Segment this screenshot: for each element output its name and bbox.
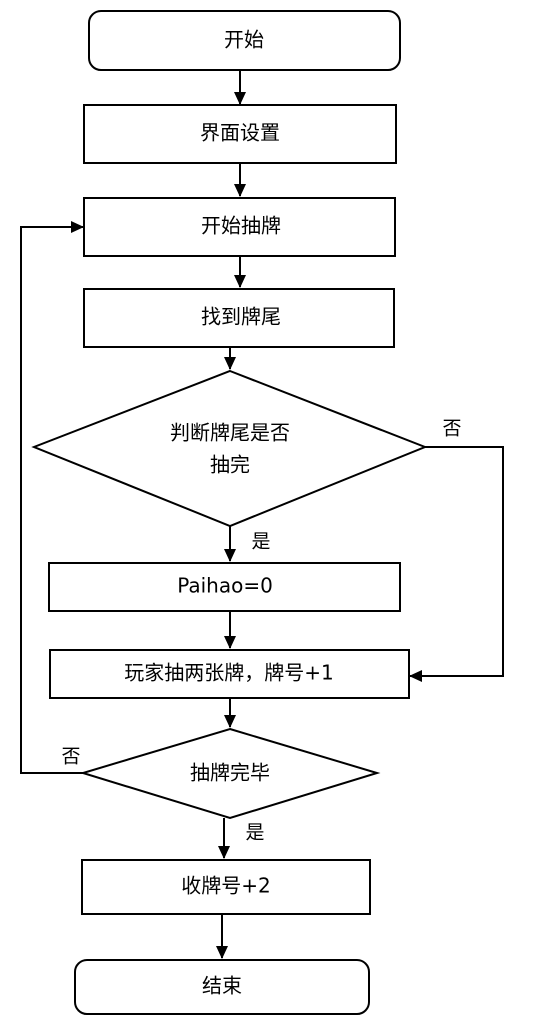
node-start-draw-label: 开始抽牌 (201, 214, 281, 238)
node-check-tail-decision: 判断牌尾是否 抽完 (31, 369, 428, 528)
node-check-label-line1: 判断牌尾是否 (170, 421, 290, 445)
arrow-check-no-to-player-draw (409, 446, 504, 682)
node-player-draw-label: 玩家抽两张牌，牌号+1 (124, 661, 333, 685)
node-start-draw: 开始抽牌 (83, 197, 396, 257)
node-find-tail: 找到牌尾 (83, 288, 395, 348)
node-start-label: 开始 (224, 28, 264, 52)
node-ui-setup: 界面设置 (83, 104, 397, 164)
arrow-draw-done-no-to-start-draw (20, 221, 84, 774)
edge-label-check-yes: 是 (251, 531, 270, 553)
node-collect-label: 收牌号+2 (181, 874, 270, 898)
node-reset-label: Paihao=0 (177, 574, 273, 598)
node-check-label-line2: 抽完 (210, 453, 250, 477)
edge-label-check-no: 否 (442, 418, 461, 440)
node-draw-done-decision: 抽牌完毕 (79, 727, 381, 820)
node-player-draw: 玩家抽两张牌，牌号+1 (49, 649, 410, 699)
node-start: 开始 (88, 10, 401, 71)
node-end: 结束 (74, 959, 370, 1015)
node-ui-setup-label: 界面设置 (200, 121, 280, 145)
node-collect: 收牌号+2 (81, 859, 371, 915)
node-end-label: 结束 (202, 974, 242, 998)
node-draw-done-label: 抽牌完毕 (190, 761, 270, 785)
connectors (20, 70, 504, 959)
node-reset: Paihao=0 (48, 562, 401, 612)
edge-label-done-yes: 是 (245, 822, 264, 844)
node-find-tail-label: 找到牌尾 (201, 305, 281, 329)
edge-label-done-no: 否 (61, 746, 80, 768)
